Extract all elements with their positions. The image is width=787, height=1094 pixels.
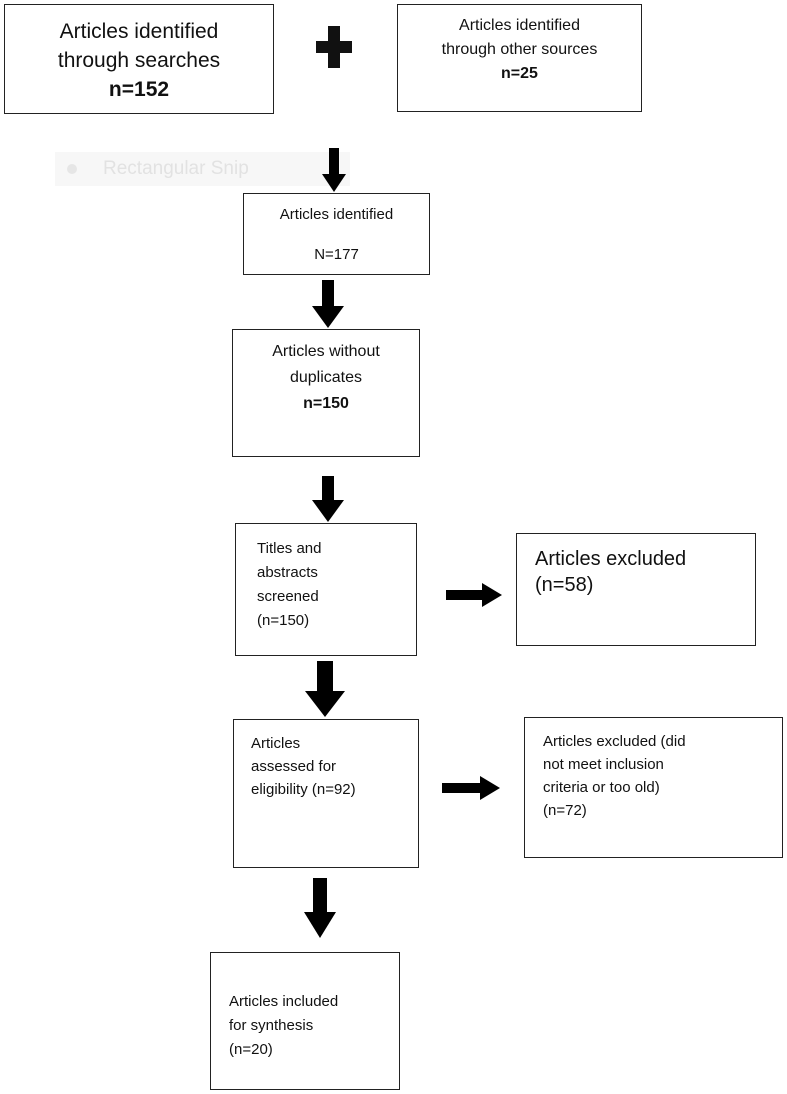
- box-articles-identified: Articles identified N=177: [243, 193, 430, 275]
- box-articles-without-duplicates: Articles without duplicates n=150: [232, 329, 420, 457]
- snip-label: Rectangular Snip: [103, 158, 249, 179]
- box-label: Articles excluded (did: [543, 733, 686, 750]
- box-articles-excluded-72: Articles excluded (did not meet inclusio…: [524, 717, 783, 858]
- box-label: Articles: [251, 735, 301, 752]
- box-count: n=152: [108, 78, 170, 101]
- box-label: assessed for: [251, 758, 337, 775]
- snip-icon: [67, 163, 77, 174]
- arrow-down-icon: [305, 661, 345, 717]
- box-label: Titles and: [257, 540, 322, 557]
- arrow-down-icon: [312, 280, 344, 328]
- box-count: (n=150): [257, 612, 310, 629]
- box-label: Articles identified: [59, 20, 219, 43]
- box-count: (n=58): [535, 574, 594, 596]
- box-label: for synthesis: [229, 1017, 314, 1034]
- box-label: Articles excluded: [535, 548, 687, 570]
- box-label: abstracts: [257, 564, 318, 581]
- box-articles-included: Articles included for synthesis (n=20): [210, 952, 400, 1090]
- rectangular-snip-overlay: Rectangular Snip: [55, 152, 350, 186]
- box-label: criteria or too old): [543, 779, 660, 796]
- box-label: through other sources: [441, 41, 598, 58]
- arrow-down-icon: [322, 148, 346, 192]
- box-label: screened: [257, 588, 319, 605]
- box-label: duplicates: [289, 369, 363, 386]
- box-label: not meet inclusion: [543, 756, 664, 773]
- box-articles-assessed-eligibility: Articles assessed for eligibility (n=92): [233, 719, 419, 868]
- arrow-down-icon: [304, 878, 336, 938]
- arrow-right-icon: [446, 583, 502, 607]
- box-label: Articles identified: [279, 206, 394, 223]
- box-articles-excluded-58: Articles excluded (n=58): [516, 533, 756, 646]
- box-articles-other-sources: Articles identified through other source…: [397, 4, 642, 112]
- box-articles-through-searches: Articles identified through searches n=1…: [4, 4, 274, 114]
- box-titles-abstracts-screened: Titles and abstracts screened (n=150): [235, 523, 417, 656]
- box-label: Articles without: [272, 343, 380, 360]
- arrow-down-icon: [312, 476, 344, 522]
- plus-icon: [316, 26, 352, 68]
- box-count: (n=72): [543, 802, 587, 819]
- box-count: N=177: [314, 246, 359, 263]
- arrow-right-icon: [442, 776, 500, 800]
- box-label: eligibility (n=92): [251, 781, 356, 798]
- box-label: Articles identified: [459, 17, 580, 34]
- box-count: (n=20): [229, 1041, 273, 1058]
- box-count: n=25: [501, 65, 538, 82]
- box-count: n=150: [303, 395, 349, 412]
- box-label: Articles included: [229, 993, 339, 1010]
- box-label: through searches: [57, 49, 221, 72]
